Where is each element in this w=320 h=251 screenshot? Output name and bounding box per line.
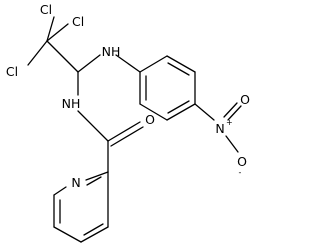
pyridine-n-c6 bbox=[53, 186, 67, 196]
atom-cl-top: Cl bbox=[40, 2, 52, 17]
atom-o-nitro-bottom: O bbox=[237, 154, 247, 169]
pyridine-c5-c4 bbox=[53, 226, 82, 243]
atom-n-nitro: N bbox=[215, 121, 224, 136]
pyridine-double-1 bbox=[86, 176, 102, 186]
bond-c-cl-top bbox=[46, 16, 55, 42]
aryl-c5-c6 bbox=[139, 103, 168, 121]
bond-c-o-2 bbox=[110, 126, 144, 147]
aryl-c2-c3 bbox=[166, 55, 196, 73]
nitro-o-charge: - bbox=[239, 168, 242, 177]
pyridine-c2-n bbox=[85, 171, 109, 181]
atom-cl-left: Cl bbox=[6, 64, 18, 79]
pyridine-double-3 bbox=[83, 223, 104, 236]
aryl-double-1 bbox=[167, 62, 190, 76]
bond-nitro-o-top-1 bbox=[227, 105, 242, 121]
atom-o-carbonyl: O bbox=[145, 112, 155, 127]
bond-nitro-o-bottom bbox=[225, 135, 239, 153]
bond-ch-nh-amine bbox=[77, 54, 101, 73]
atom-o-nitro-top: O bbox=[240, 92, 250, 107]
atom-n-pyridine: N bbox=[71, 175, 80, 190]
bond-aryl-nitro bbox=[194, 103, 215, 121]
bond-nitro-o-top-2 bbox=[223, 102, 238, 118]
bond-nh-aryl bbox=[115, 54, 141, 73]
atom-labels: Cl Cl Cl NH NH O N N + O O - bbox=[6, 2, 250, 190]
bond-c-cl-mid bbox=[46, 23, 69, 42]
pyridine-c4-c3 bbox=[80, 226, 109, 243]
bond-c-o-1 bbox=[107, 121, 141, 142]
nitro-n-charge: + bbox=[226, 118, 233, 127]
aryl-c4-c5 bbox=[166, 103, 196, 121]
atom-nh-amine: NH bbox=[102, 44, 121, 59]
aryl-double-2 bbox=[167, 100, 190, 114]
bonds bbox=[27, 16, 242, 243]
aryl-c1-c2 bbox=[139, 55, 168, 73]
bond-nh-carbonyl bbox=[77, 110, 109, 142]
atom-cl-mid: Cl bbox=[72, 14, 84, 29]
bond-ccl3-ch bbox=[46, 40, 79, 73]
bond-c-cl-left bbox=[27, 40, 48, 66]
structure-diagram: Cl Cl Cl NH NH O N N + O O - bbox=[6, 2, 250, 243]
atom-nh-amide: NH bbox=[62, 96, 81, 111]
